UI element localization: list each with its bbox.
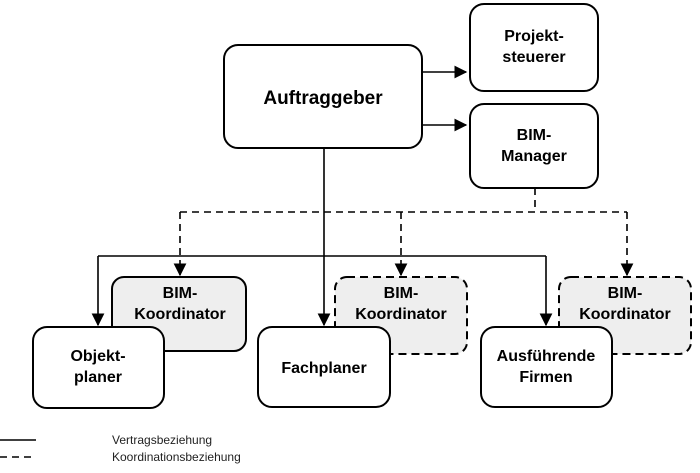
node-bim-koordinator-2-label-2: Koordinator xyxy=(355,306,447,323)
node-ausfuehrende-firmen-label-1: Ausführende xyxy=(497,348,596,365)
node-projektsteuerer-label-1: Projekt- xyxy=(504,28,564,45)
coordination-edges xyxy=(173,188,634,277)
node-bim-koordinator-2-label-1: BIM- xyxy=(384,285,419,302)
node-bim-manager: BIM- Manager xyxy=(469,103,599,189)
legend-dashed-label: Koordinationsbeziehung xyxy=(112,450,241,464)
node-ausfuehrende-firmen-label-2: Firmen xyxy=(519,369,572,386)
legend: Vertragsbeziehung Koordinationsbeziehung xyxy=(0,433,241,464)
legend-solid-label: Vertragsbeziehung xyxy=(112,433,212,447)
node-objektplaner-label-1: Objekt- xyxy=(70,348,125,365)
node-objektplaner-label-2: planer xyxy=(74,369,122,386)
node-projektsteuerer: Projekt- steuerer xyxy=(469,3,599,92)
node-ausfuehrende-firmen: Ausführende Firmen xyxy=(480,326,613,408)
node-bim-koordinator-1-label-1: BIM- xyxy=(163,285,198,302)
node-fachplaner: Fachplaner xyxy=(257,326,391,408)
node-bim-koordinator-3-label-2: Koordinator xyxy=(579,306,671,323)
node-auftraggeber-label: Auftraggeber xyxy=(263,88,383,109)
node-bim-manager-label-2: Manager xyxy=(501,148,567,165)
node-bim-koordinator-3-label-1: BIM- xyxy=(608,285,643,302)
node-projektsteuerer-label-2: steuerer xyxy=(502,49,565,66)
node-auftraggeber: Auftraggeber xyxy=(223,44,423,149)
node-bim-manager-label-1: BIM- xyxy=(517,127,552,144)
node-bim-koordinator-1-label-2: Koordinator xyxy=(134,306,226,323)
contract-edges xyxy=(91,65,553,327)
node-objektplaner: Objekt- planer xyxy=(32,326,165,409)
node-fachplaner-label: Fachplaner xyxy=(281,360,366,377)
